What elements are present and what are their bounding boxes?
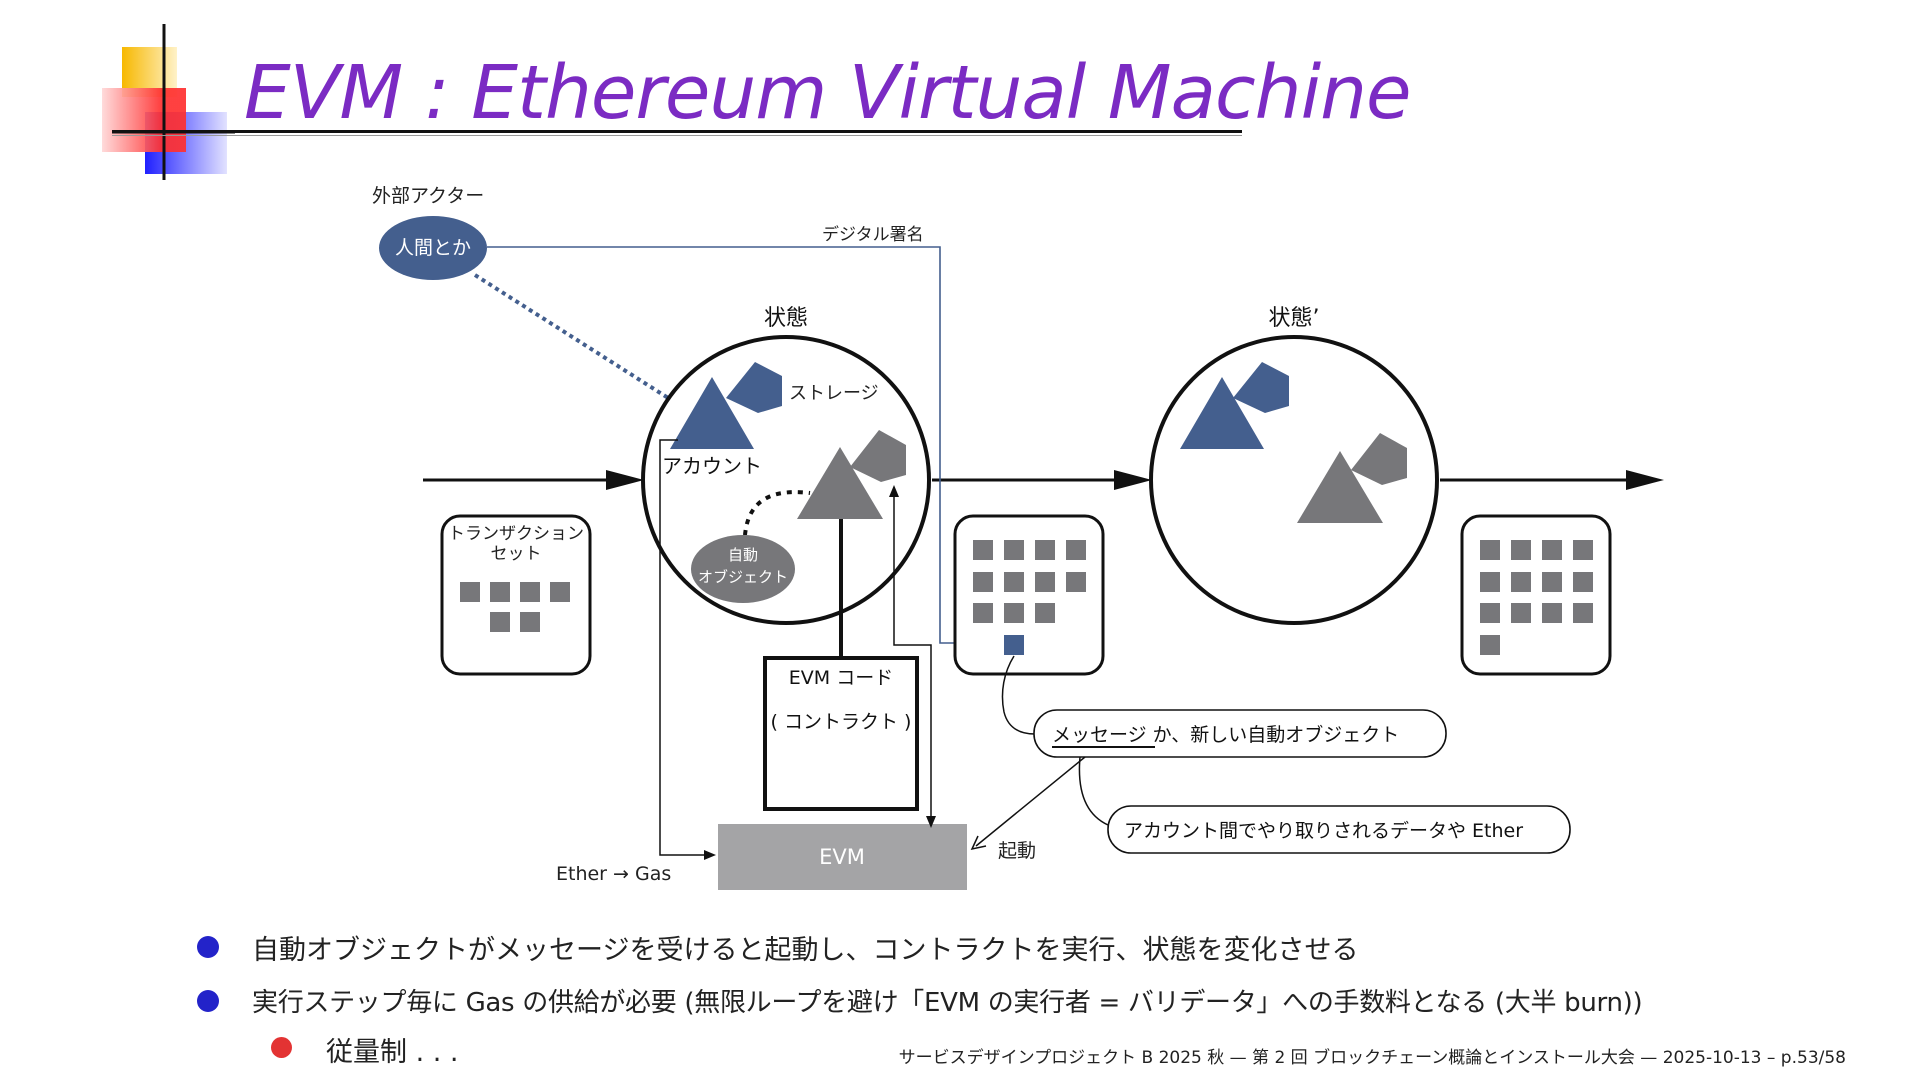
contract-storage-pentagon xyxy=(850,430,906,482)
storage-pentagon xyxy=(726,362,782,413)
account-triangle xyxy=(670,377,754,449)
state-prime-storage-pentagon xyxy=(1233,362,1289,413)
digital-signature-label: デジタル署名 xyxy=(822,224,924,245)
bullet-2: 実行ステップ毎に Gas の供給が必要 (無限ループを避け「EVM の実行者 =… xyxy=(252,988,1643,1018)
timeline-arrow-middle xyxy=(932,470,1152,490)
message-box-middle xyxy=(953,514,1105,676)
transaction-set-squares xyxy=(460,582,570,632)
evm-box xyxy=(718,824,967,890)
launch-arrowhead xyxy=(970,835,987,851)
evm-state-line xyxy=(893,490,932,823)
evm-code-label-line2: ( コントラクト ) xyxy=(771,711,912,733)
message-callout-connector xyxy=(1001,655,1036,735)
account-label: アカウント xyxy=(662,454,762,478)
transaction-set-label-line2: セット xyxy=(491,544,542,564)
evm-state-arrowhead-down xyxy=(926,816,936,828)
title-rule xyxy=(112,130,1242,133)
transaction-set-box xyxy=(440,514,592,676)
message-callout xyxy=(1033,709,1447,758)
human-label: 人間とか xyxy=(395,237,471,259)
state-prime-account-triangle xyxy=(1180,377,1264,449)
sub-bullet-1: 従量制 . . . xyxy=(326,1037,459,1068)
human-account-dashed-link xyxy=(473,273,700,419)
page-title: EVM : Ethereum Virtual Machine xyxy=(244,50,1412,136)
transaction-set-label-line1: トランザクション xyxy=(448,524,584,544)
state-prime-contract-triangle xyxy=(1297,451,1383,523)
auto-object-dashed-link xyxy=(743,490,811,536)
evm-label: EVM xyxy=(819,845,865,869)
message-box-right-squares xyxy=(1480,540,1593,655)
storage-label: ストレージ xyxy=(789,383,879,404)
footer: サービスデザインプロジェクト B 2025 秋 — 第 2 回 ブロックチェーン… xyxy=(898,1048,1846,1068)
message-callout-text: メッセージ か、新しい自動オブジェクト xyxy=(1052,723,1399,746)
message-note-text: アカウント間でやり取りされるデータや Ether xyxy=(1124,820,1523,842)
evm-diagram: 外部アクター 人間とか デジタル署名 状態 ストレージ アカウント 自動 オブジ… xyxy=(372,185,1664,890)
timeline-arrow-in xyxy=(423,470,644,490)
message-word: メッセージ xyxy=(1052,724,1147,746)
launch-label: 起動 xyxy=(998,840,1036,862)
message-note-connector xyxy=(1078,756,1109,826)
message-box-middle-squares xyxy=(973,540,1086,623)
message-note-callout xyxy=(1107,805,1571,854)
title-rule-shadow xyxy=(112,135,1242,136)
human-ellipse xyxy=(379,216,487,280)
message-rest: か、新しい自動オブジェクト xyxy=(1147,723,1400,746)
state-prime-label: 状態’ xyxy=(1269,306,1320,331)
bullet-dot-1 xyxy=(197,936,219,958)
auto-object-ellipse xyxy=(691,535,795,603)
evm-code-label-line1: EVM コード xyxy=(789,667,893,689)
evm-state-arrowhead-up xyxy=(889,485,899,497)
launch-line xyxy=(975,756,1086,847)
external-actor-label: 外部アクター xyxy=(372,185,484,207)
state-prime-contract-pentagon xyxy=(1351,433,1407,485)
gas-label: Ether → Gas xyxy=(556,863,671,885)
gas-arrowhead xyxy=(704,850,716,860)
bullet-dot-2 xyxy=(197,990,219,1012)
bullet-1: 自動オブジェクトがメッセージを受けると起動し、コントラクトを実行、状態を変化させ… xyxy=(252,935,1359,966)
evm-code-box xyxy=(763,656,919,811)
timeline-arrow-out xyxy=(1440,470,1664,490)
contract-account-triangle xyxy=(797,447,883,519)
gas-line xyxy=(659,439,710,856)
new-message-square xyxy=(1004,635,1024,655)
state-label: 状態 xyxy=(764,306,808,331)
bullet-dot-3 xyxy=(271,1037,292,1058)
auto-object-label-line1: 自動 xyxy=(728,546,758,564)
auto-object-label-line2: オブジェクト xyxy=(698,568,788,586)
